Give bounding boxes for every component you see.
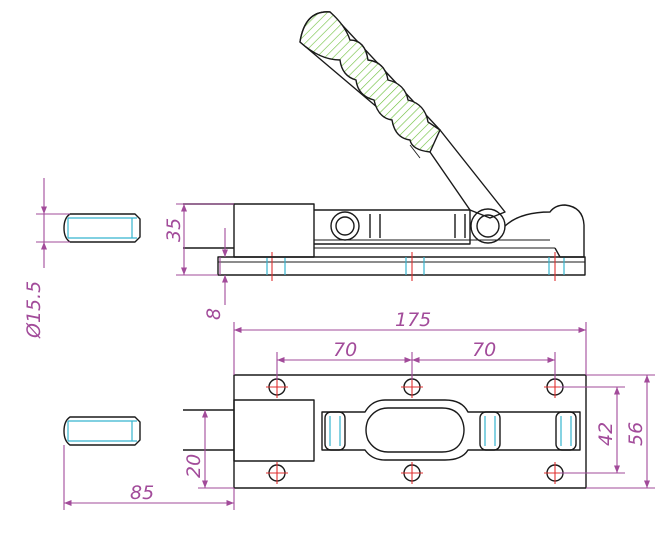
side-base-plate: [217, 256, 586, 276]
dim-plunger-extension: 85: [130, 482, 154, 504]
side-threaded-stud: [63, 213, 141, 243]
dim-overall-length: 175: [395, 309, 431, 331]
top-base-plate: [233, 374, 587, 489]
dim-plunger-height: 35: [163, 218, 185, 242]
side-view: [63, 11, 586, 281]
dim-base-thickness: 8: [203, 308, 225, 320]
top-threaded-stud: [63, 416, 141, 446]
dimensions: 175 70 70 42 56 20 85 Ø15.5: [23, 178, 655, 510]
dim-hole-pitch-right: 70: [472, 339, 496, 361]
top-mounting-holes: [266, 376, 566, 484]
dim-plunger-offset: 20: [183, 454, 205, 478]
dim-hole-pitch-left: 70: [333, 339, 357, 361]
side-link: [314, 209, 471, 245]
top-slotted-link: [321, 399, 581, 461]
dim-base-width-outer: 56: [625, 422, 647, 446]
dim-base-width-inner: 42: [595, 422, 617, 446]
top-guide-block: [233, 399, 315, 462]
dim-plunger-diameter: Ø15.5: [23, 281, 45, 339]
top-view: [63, 374, 587, 489]
side-pivot-bracket: [504, 204, 585, 258]
side-handle-grip: [299, 11, 441, 153]
side-guide-block: [233, 203, 315, 258]
